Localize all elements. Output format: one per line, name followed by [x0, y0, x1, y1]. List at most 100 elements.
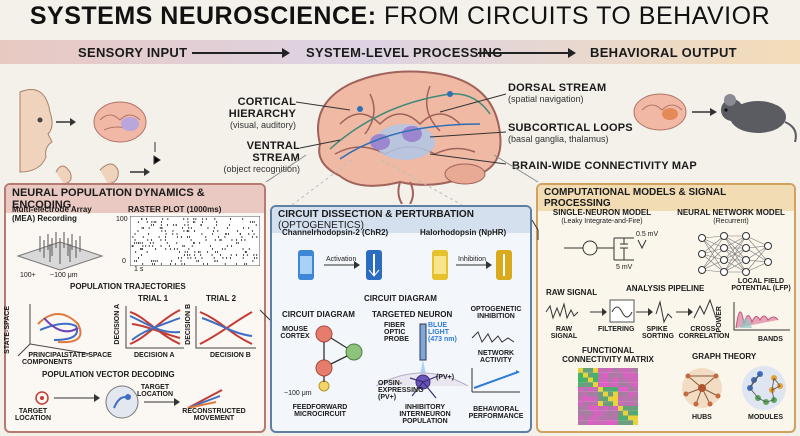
nn-connection — [745, 245, 769, 261]
fc-matrix-cell — [583, 372, 588, 378]
nn-connection — [701, 253, 725, 273]
circuit-scale: ~100 μm — [284, 390, 312, 397]
fc-matrix-cell — [633, 391, 638, 397]
blue-light-label: BLUE LIGHT (473 nm) — [428, 322, 457, 343]
fiber-optic-label: FIBER OPTIC PROBE — [384, 322, 409, 343]
decision-b-axis: DECISION B — [185, 304, 192, 345]
nn-node — [742, 256, 750, 264]
fc-matrix-cell — [583, 401, 588, 406]
fc-matrix-cell — [628, 420, 633, 425]
fc-matrix-cell — [633, 406, 638, 411]
nn-node — [720, 244, 728, 252]
traj-axis1: STATE-SPACE — [4, 306, 11, 354]
fc-matrix-cell — [608, 391, 613, 397]
nn-connection — [723, 259, 747, 273]
fc-matrix-cell — [633, 420, 638, 425]
lfp-power-axis: POWER — [716, 306, 723, 333]
page-title: SYSTEMS NEUROSCIENCE: FROM CIRCUITS TO B… — [0, 2, 800, 31]
nn-node — [720, 268, 728, 276]
analysis-pipeline-title: ANALYSIS PIPELINE — [626, 284, 705, 293]
banner-sensory: SENSORY INPUT — [78, 45, 188, 60]
fc-matrix-cell — [633, 372, 638, 378]
fc-matrix-cell — [583, 387, 588, 392]
fc-matrix-cell — [623, 391, 628, 397]
mouse-brain-icon — [633, 93, 687, 131]
lfp-title: LOCAL FIELD POTENTIAL (LFP) — [731, 278, 791, 292]
fc-matrix-cell — [588, 396, 593, 402]
trial1-label: TRIAL 1 — [138, 294, 169, 303]
target-icon — [35, 391, 49, 405]
fc-matrix-cell — [608, 377, 613, 383]
fc-matrix-cell — [608, 382, 613, 387]
fc-matrix-cell — [578, 387, 583, 392]
fc-matrix-cell — [618, 420, 623, 425]
fc-matrix-cell — [603, 406, 608, 411]
fc-matrix-cell — [608, 420, 613, 425]
network-activity-plots — [471, 331, 520, 393]
fc-matrix-cell — [578, 382, 583, 387]
fc-matrix-cell — [593, 406, 598, 411]
fc-matrix-cell — [618, 387, 623, 392]
fc-matrix-cell — [603, 415, 608, 421]
title-rest: FROM CIRCUITS TO BEHAVIOR — [376, 2, 771, 30]
fc-matrix-cell — [608, 372, 613, 378]
fc-matrix-cell — [633, 382, 638, 387]
opto-inhibition-label: OPTOGENETIC INHIBITION — [470, 306, 522, 320]
fc-matrix-cell — [608, 387, 613, 392]
fc-matrix-cell — [598, 372, 603, 378]
fc-matrix-cell — [628, 387, 633, 392]
behavioral-performance-label: BEHAVIORAL PERFORMANCE — [468, 406, 524, 420]
fc-matrix-cell — [603, 372, 608, 378]
lif-scale-1: 0.5 mV — [636, 231, 659, 238]
raster-y-top: 100 — [116, 216, 128, 223]
fc-matrix-cell — [588, 377, 593, 383]
fc-matrix-cell — [598, 415, 603, 421]
recurrent-network-diagram — [698, 232, 772, 276]
fc-matrix-cell — [613, 415, 618, 421]
fc-matrix-cell — [618, 391, 623, 397]
fc-matrix-cell — [578, 368, 583, 373]
raster-scale: 1 s — [134, 266, 144, 273]
nn-connection — [723, 247, 747, 273]
fc-matrix-cell — [588, 401, 593, 406]
fc-matrix-cell — [598, 406, 603, 411]
fc-matrix-cell — [603, 420, 608, 425]
fc-matrix-cell — [593, 382, 598, 387]
fc-matrix-cell — [588, 382, 593, 387]
central-brain-illustration — [317, 70, 502, 204]
fc-matrix-cell — [608, 415, 613, 421]
pipeline-raw-signal: RAW SIGNAL — [550, 326, 578, 340]
small-brain-icon — [93, 101, 147, 143]
lif-scale-2: 5 mV — [616, 264, 633, 271]
fc-matrix-cell — [618, 372, 623, 378]
nn-node — [742, 232, 750, 240]
decoding-title: POPULATION VECTOR DECODING — [42, 370, 175, 379]
banner-processing: SYSTEM-LEVEL PROCESSING — [306, 45, 503, 60]
mea-title: Multi-electrode Array (MEA) Recording — [12, 205, 92, 223]
sensory-icons — [19, 89, 161, 185]
fc-matrix-cell — [608, 406, 613, 411]
nn-connection — [723, 235, 747, 273]
fc-matrix-cell — [628, 377, 633, 383]
module-network — [742, 366, 786, 410]
cerebellum — [444, 163, 486, 185]
inhibitory-population-label: INHIBITORY INTERNEURON POPULATION — [399, 404, 451, 425]
opsin-illustration — [298, 250, 512, 280]
fc-matrix-cell — [623, 372, 628, 378]
mea-count: 100+ — [20, 272, 36, 279]
output-icons — [633, 93, 797, 143]
nose-icon — [55, 165, 72, 185]
fc-matrix-cell — [613, 420, 618, 425]
fc-matrix-cell — [578, 415, 583, 421]
nn-node — [720, 256, 728, 264]
fc-matrix-cell — [583, 420, 588, 425]
fc-matrix-cell — [598, 401, 603, 406]
nn-connection — [701, 235, 725, 255]
fc-matrix-cell — [598, 420, 603, 425]
fc-matrix-heatmap — [578, 368, 638, 425]
reconstructed-movement: RECONSTRUCTED MOVEMENT — [182, 408, 246, 422]
fc-matrix-cell — [613, 401, 618, 406]
network-activity-label: NETWORK ACTIVITY — [477, 350, 515, 364]
fc-matrix-cell — [623, 382, 628, 387]
fc-matrix-cell — [598, 410, 603, 416]
